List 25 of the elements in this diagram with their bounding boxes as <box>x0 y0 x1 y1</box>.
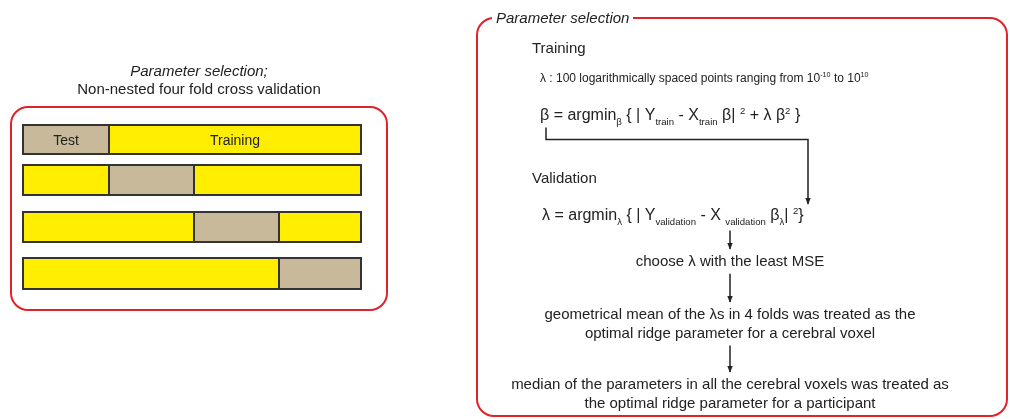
step-text: geometrical mean of the λs in 4 folds was treated as the optimal ridge parameter for a cerebral voxel <box>537 305 923 343</box>
training-fold-segment <box>22 257 280 290</box>
training-fold-segment <box>22 211 195 243</box>
lambda-formula: λ = argmin$_{λ}$ { | Y$_{validation}$ - X $_{validation}$ β$_{λ}$| $^{2}$} <box>542 205 804 228</box>
arrow <box>727 273 733 303</box>
panel-heading: Parameter selection <box>492 9 634 26</box>
test-fold-segment <box>108 164 195 196</box>
panel-heading: Parameter selection; <box>130 62 268 79</box>
training-fold-segment <box>278 211 362 243</box>
arrow <box>727 344 733 373</box>
test-fold-segment <box>278 257 362 290</box>
training-fold-segment <box>193 164 362 196</box>
training-fold-segment: Training <box>108 124 362 155</box>
training-fold-segment <box>22 164 110 196</box>
arrow <box>727 229 733 250</box>
step-text: median of the parameters in all the cerebral voxels was treated as the optimal ridge parameter for a participant <box>505 375 955 413</box>
ridge-formula: β = argmin$_{β}$ { | Y$_{train}$ - X$_{train}$ β| $^{2}$ + λ β$^{2}$ } <box>540 105 801 128</box>
panel-heading: Non-nested four fold cross validation <box>77 80 321 97</box>
test-fold-segment <box>193 211 280 243</box>
arrow <box>545 126 811 205</box>
step-text: choose λ with the least MSE <box>635 252 825 271</box>
section-heading: Validation <box>532 169 597 186</box>
section-heading: Training <box>532 39 586 56</box>
range-note: λ : 100 logarithmically spaced points ranging from 10$^{-10}$ to 10$^{10}$ <box>540 70 869 85</box>
test-fold-segment: Test <box>22 124 110 155</box>
